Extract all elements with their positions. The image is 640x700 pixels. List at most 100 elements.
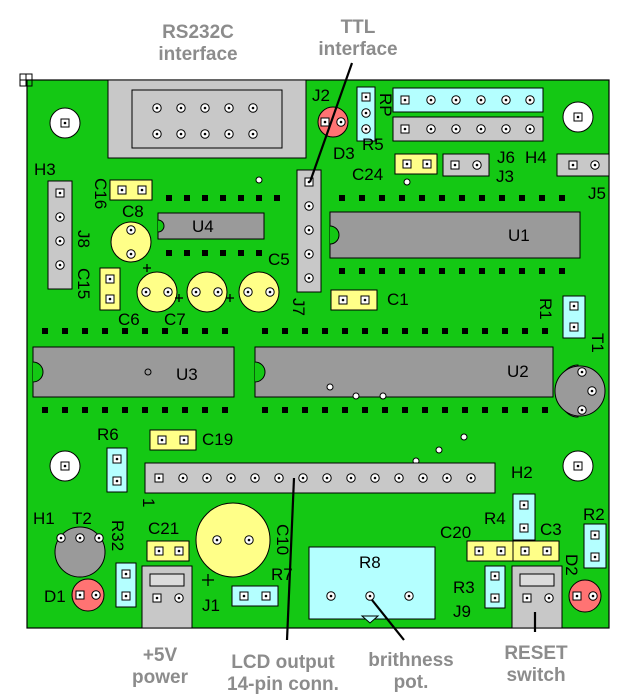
capacitor-c5 bbox=[238, 271, 280, 313]
lcd-callout: LCD output 14-pin conn. bbox=[208, 652, 358, 696]
u4-top-pins bbox=[166, 195, 280, 201]
u1-top-pins bbox=[339, 195, 565, 201]
lcd-callout-line1: LCD output bbox=[231, 652, 335, 673]
led-d2 bbox=[568, 579, 602, 613]
resistor-r4 bbox=[512, 493, 536, 541]
capacitor-c19 bbox=[149, 429, 197, 451]
label-u2: U2 bbox=[507, 362, 529, 381]
ic-u2 bbox=[254, 346, 554, 398]
power-callout: +5V power bbox=[120, 645, 200, 689]
capacitor-c16 bbox=[109, 179, 153, 201]
label-r6: R6 bbox=[97, 425, 119, 444]
capacitor-c15 bbox=[99, 267, 121, 311]
power-connector bbox=[141, 565, 193, 629]
header-j6-bottom bbox=[392, 116, 544, 142]
resistor-r32 bbox=[115, 562, 137, 608]
rs232-callout-line2: interface bbox=[158, 44, 238, 65]
label-c10: C10 bbox=[273, 524, 292, 555]
reset-callout-line1: RESET bbox=[504, 643, 568, 664]
jumper-j5 bbox=[556, 153, 610, 177]
u3-u2-bottom-pins bbox=[42, 407, 548, 413]
ic-u4 bbox=[157, 212, 265, 240]
u1-bottom-pins bbox=[339, 268, 565, 274]
label-u4: U4 bbox=[192, 217, 214, 236]
header-j7 bbox=[296, 169, 322, 293]
rs232-connector bbox=[107, 79, 307, 159]
mounting-hole bbox=[562, 101, 594, 133]
label-r2: R2 bbox=[583, 505, 605, 524]
label-r3: R3 bbox=[453, 578, 475, 597]
jumper-j3 bbox=[442, 153, 490, 177]
label-j5: J5 bbox=[588, 184, 606, 203]
capacitor-c7 bbox=[186, 271, 228, 313]
label-c3: C3 bbox=[540, 520, 562, 539]
leader-lines bbox=[285, 62, 537, 641]
rs232-callout-line1: RS232C bbox=[162, 22, 234, 43]
bright-callout-line1: brithness bbox=[368, 650, 454, 671]
label-c1: C1 bbox=[387, 290, 409, 309]
label-j3: J3 bbox=[496, 167, 514, 186]
polarity-marks bbox=[143, 264, 234, 586]
label-j8: J8 bbox=[74, 230, 93, 248]
resistor-r7 bbox=[231, 585, 279, 607]
mounting-hole bbox=[562, 450, 594, 482]
label-rp: RP bbox=[376, 93, 395, 117]
label-h2: H2 bbox=[511, 463, 533, 482]
label-h1: H1 bbox=[33, 509, 55, 528]
label-j6: J6 bbox=[497, 148, 515, 167]
label-r1: R1 bbox=[536, 298, 555, 320]
bright-callout-line2: pot. bbox=[393, 672, 429, 693]
label-r7: R7 bbox=[271, 565, 293, 584]
u3-u2-top-pins bbox=[42, 328, 548, 334]
reset-callout-line2: switch bbox=[506, 665, 566, 686]
label-j2: J2 bbox=[312, 86, 330, 105]
label-d1: D1 bbox=[44, 587, 66, 606]
transistor-t2 bbox=[54, 526, 106, 578]
power-callout-line2: power bbox=[132, 667, 188, 688]
ttl-callout-line1: TTL bbox=[340, 17, 376, 38]
capacitor-c8 bbox=[110, 221, 152, 263]
label-d2: D2 bbox=[562, 554, 581, 576]
ttl-callout: TTL interface bbox=[306, 17, 410, 61]
reset-callout: RESET switch bbox=[492, 643, 580, 687]
label-u1: U1 bbox=[508, 226, 530, 245]
label-c21: C21 bbox=[148, 519, 179, 538]
ttl-callout-line2: interface bbox=[318, 39, 398, 60]
mounting-hole bbox=[49, 107, 81, 139]
resistor-r1 bbox=[562, 295, 586, 339]
label-c8: C8 bbox=[122, 202, 144, 221]
led-d1 bbox=[71, 578, 105, 612]
rp-resistor-pack bbox=[356, 86, 376, 142]
label-c6: C6 bbox=[118, 310, 140, 329]
resistor-r2 bbox=[583, 523, 607, 569]
led-d3 bbox=[317, 106, 349, 138]
label-r4: R4 bbox=[484, 509, 506, 528]
label-r32: R32 bbox=[108, 520, 127, 551]
label-c5: C5 bbox=[268, 250, 290, 269]
capacitor-c24 bbox=[394, 153, 438, 175]
resistor-r3 bbox=[484, 565, 506, 609]
bright-leader-line bbox=[371, 599, 405, 641]
label-r8: R8 bbox=[359, 553, 381, 572]
power-callout-line1: +5V bbox=[142, 645, 178, 666]
ic-u3 bbox=[32, 346, 235, 398]
capacitor-c3 bbox=[512, 540, 560, 562]
label-c16: C16 bbox=[91, 178, 110, 209]
capacitor-c10 bbox=[195, 502, 271, 578]
origin-marker bbox=[19, 73, 33, 87]
label-c20: C20 bbox=[440, 523, 471, 542]
label-j7: J7 bbox=[289, 298, 308, 316]
label-h4: H4 bbox=[525, 148, 547, 167]
label-j1: J1 bbox=[202, 596, 220, 615]
label-j9: J9 bbox=[453, 602, 471, 621]
ttl-leader-line bbox=[308, 62, 354, 183]
resistor-r6 bbox=[106, 447, 128, 493]
lcd-callout-line2: 14-pin conn. bbox=[227, 674, 339, 695]
label-c7: C7 bbox=[164, 310, 186, 329]
lcd-leader-line bbox=[285, 477, 296, 641]
label-r5: R5 bbox=[362, 135, 384, 154]
capacitor-c20 bbox=[466, 540, 514, 562]
capacitor-c21 bbox=[146, 540, 190, 562]
ic-u1 bbox=[329, 211, 581, 259]
